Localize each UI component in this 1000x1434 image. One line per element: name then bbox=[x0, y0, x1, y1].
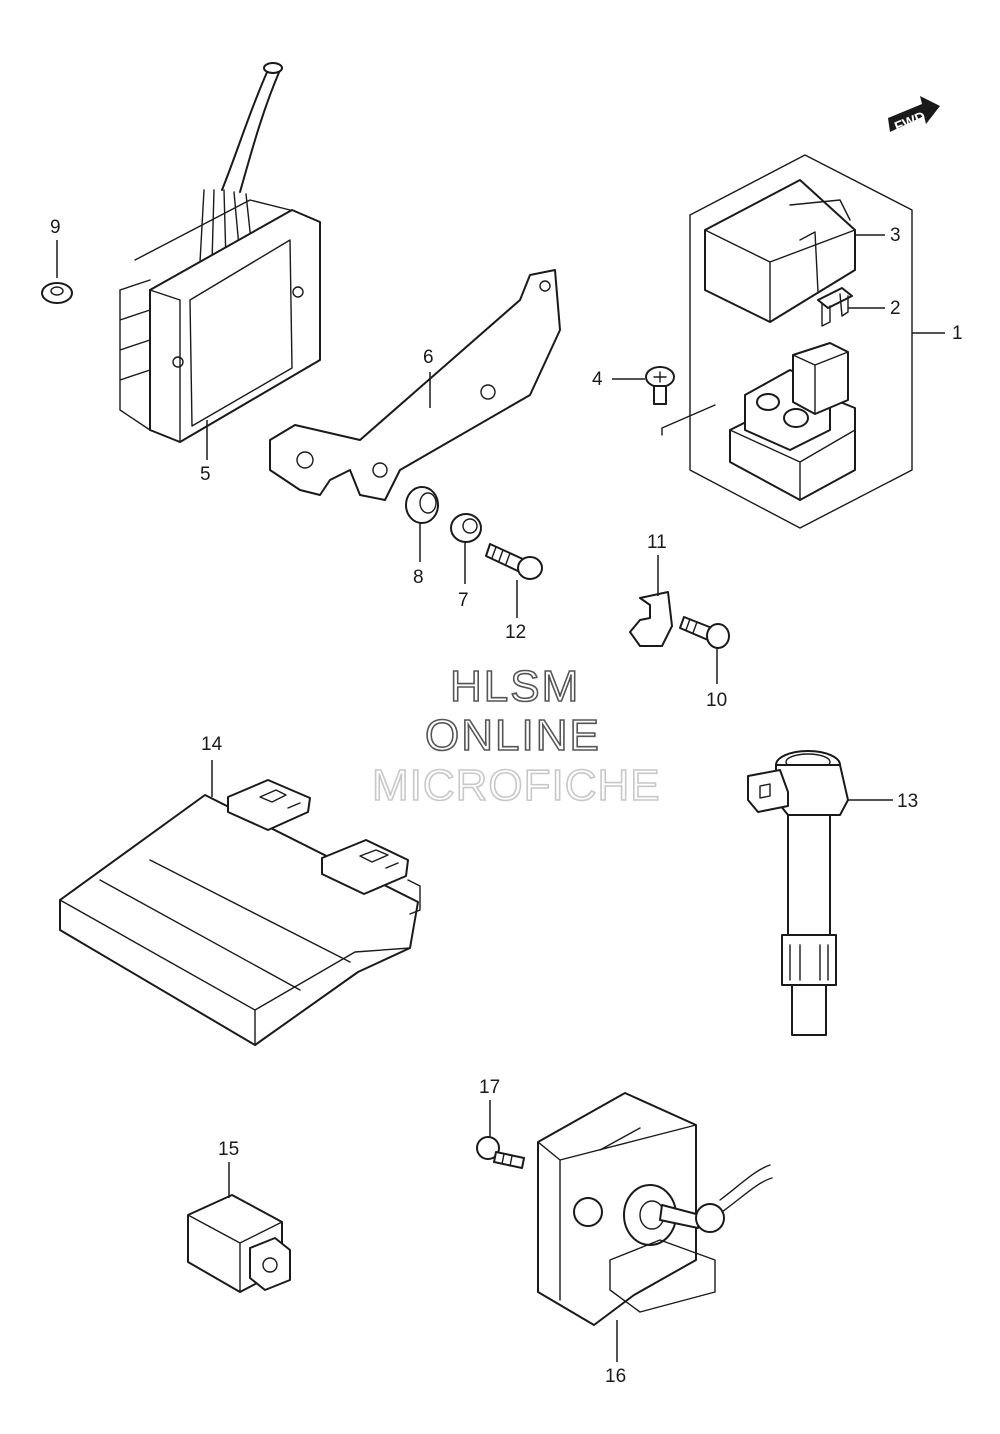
callout-9: 9 bbox=[50, 217, 61, 238]
callout-17: 17 bbox=[479, 1077, 500, 1098]
gear-position-sensor-16 bbox=[537, 1092, 773, 1326]
connector-15 bbox=[187, 1194, 291, 1293]
collar-7 bbox=[450, 513, 482, 543]
callout-15: 15 bbox=[218, 1139, 239, 1160]
bolt-17 bbox=[476, 1136, 525, 1169]
callout-16: 16 bbox=[605, 1366, 626, 1387]
watermark-line-1: HLSM bbox=[450, 662, 580, 711]
fwd-arrow-icon: FWD bbox=[888, 96, 940, 135]
bolt-10 bbox=[679, 616, 730, 649]
watermark-line-2: ONLINE bbox=[425, 711, 601, 760]
fwd-label: FWD bbox=[892, 108, 928, 135]
callout-1: 1 bbox=[952, 323, 963, 344]
callout-8: 8 bbox=[413, 567, 424, 588]
bracket-6 bbox=[269, 269, 561, 501]
screw-4 bbox=[645, 366, 675, 405]
callout-5: 5 bbox=[200, 464, 211, 485]
callout-13: 13 bbox=[897, 791, 918, 812]
ecm-14 bbox=[59, 779, 421, 1046]
callout-2: 2 bbox=[890, 298, 901, 319]
ignition-coil-13 bbox=[747, 750, 849, 1036]
callout-11: 11 bbox=[647, 532, 667, 553]
watermark-line-3: MICROFICHE bbox=[372, 761, 661, 810]
callout-14: 14 bbox=[201, 734, 223, 755]
callout-4: 4 bbox=[592, 369, 603, 390]
clamp-11 bbox=[629, 591, 673, 647]
bolt-12 bbox=[485, 543, 543, 580]
regulator-rectifier bbox=[119, 62, 321, 443]
grommet-8 bbox=[405, 486, 439, 524]
callout-12: 12 bbox=[505, 622, 526, 643]
callout-3: 3 bbox=[890, 225, 901, 246]
callout-7: 7 bbox=[458, 590, 469, 611]
callout-6: 6 bbox=[423, 347, 434, 368]
callout-10: 10 bbox=[706, 690, 727, 711]
nut-9 bbox=[41, 282, 73, 304]
starter-relay-group bbox=[661, 154, 913, 529]
